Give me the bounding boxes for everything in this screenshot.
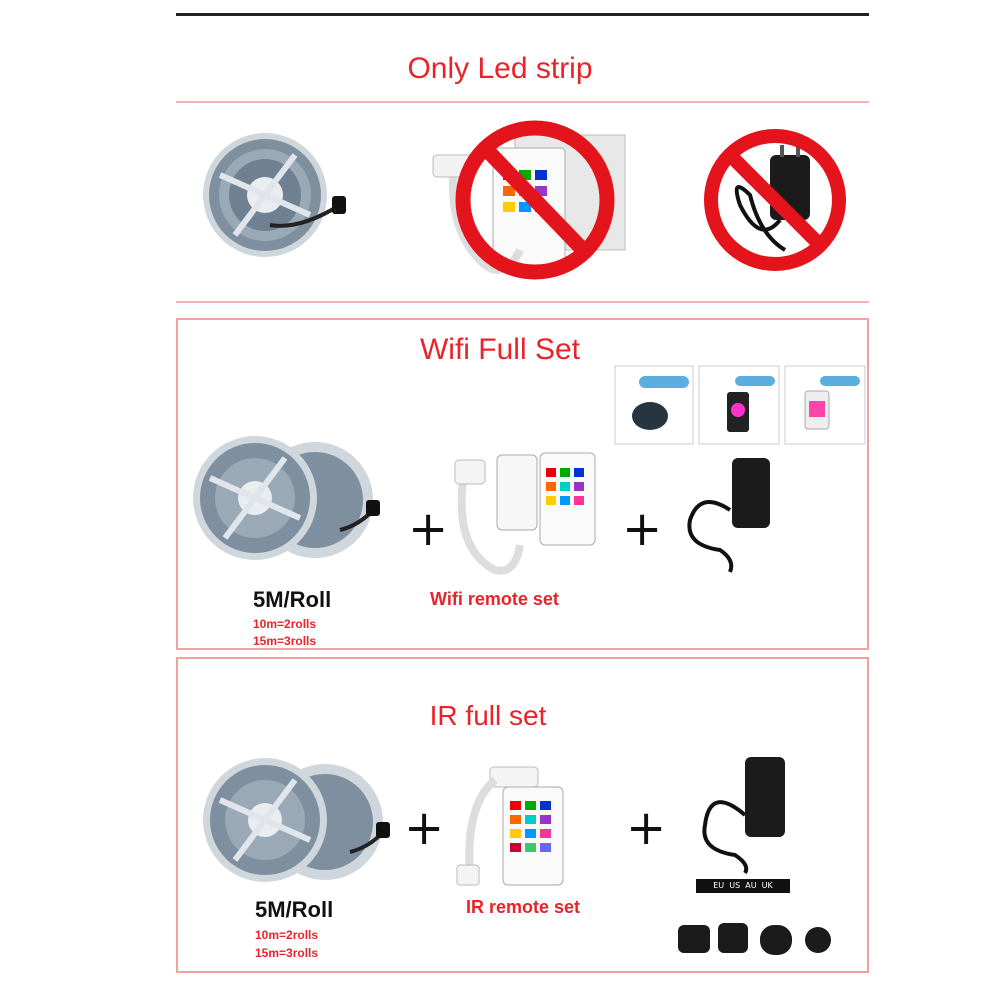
wifi-power-adapter-image [687,458,770,573]
ir-plus-sign-1: + [404,800,445,856]
no-power-adapter-image [704,129,846,271]
led-strip-roll-image [203,133,346,257]
plug-heads-image [678,923,831,955]
plug-types-bar: EU US AU UK [696,879,790,893]
only-section-top-rule [176,101,869,103]
wifi-remote-set-label: Wifi remote set [430,589,559,609]
ir-remote-set-label: IR remote set [466,897,581,917]
no-remote-controller-image [432,120,626,280]
ir-roll-note-15m: 15m=3rolls [255,946,319,960]
wifi-remote-set-image [454,452,596,575]
wifi-roll-label: 5M/Roll [253,587,332,612]
top-divider [176,13,869,16]
ir-full-set-panel [176,657,869,973]
wifi-plus-sign-2: + [622,501,663,557]
ir-plus-sign-2: + [626,800,667,856]
ir-remote-set-image [456,766,564,886]
wifi-full-set-title: Wifi Full Set [419,333,581,366]
ir-power-adapter-image [702,757,785,875]
ir-roll-note-10m: 10m=2rolls [255,928,319,942]
wifi-full-set-panel [176,318,869,650]
wifi-roll-note-15m: 15m=3rolls [253,634,317,648]
ir-roll-label: 5M/Roll [255,897,334,922]
only-led-strip-title: Only Led strip [407,52,593,85]
ir-led-rolls-image [203,758,390,882]
wifi-plus-sign-1: + [408,501,449,557]
wifi-app-thumbnails [614,365,866,445]
only-section-bottom-rule [176,301,869,303]
wifi-roll-note-10m: 10m=2rolls [253,617,317,631]
ir-full-set-title: IR full set [429,700,547,731]
wifi-led-rolls-image [193,436,380,560]
